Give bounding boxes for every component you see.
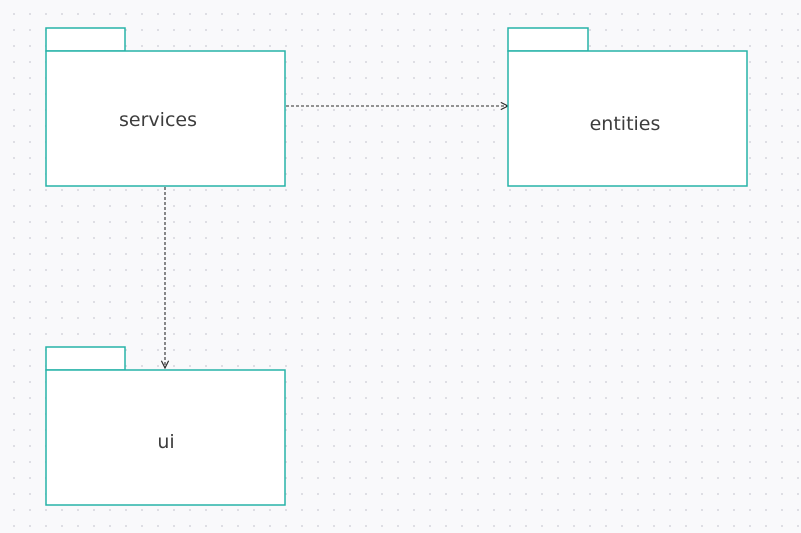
- package-tab: [507, 27, 589, 52]
- package-label: entities: [590, 113, 661, 135]
- package-tab: [45, 346, 126, 371]
- package-entities[interactable]: entities: [507, 27, 748, 187]
- package-ui[interactable]: ui: [45, 346, 286, 506]
- package-body: [507, 50, 748, 187]
- package-label: ui: [157, 431, 174, 453]
- package-services[interactable]: services: [45, 27, 286, 187]
- package-label: services: [119, 109, 197, 131]
- package-body: [45, 50, 286, 187]
- package-tab: [45, 27, 126, 52]
- package-body: [45, 369, 286, 506]
